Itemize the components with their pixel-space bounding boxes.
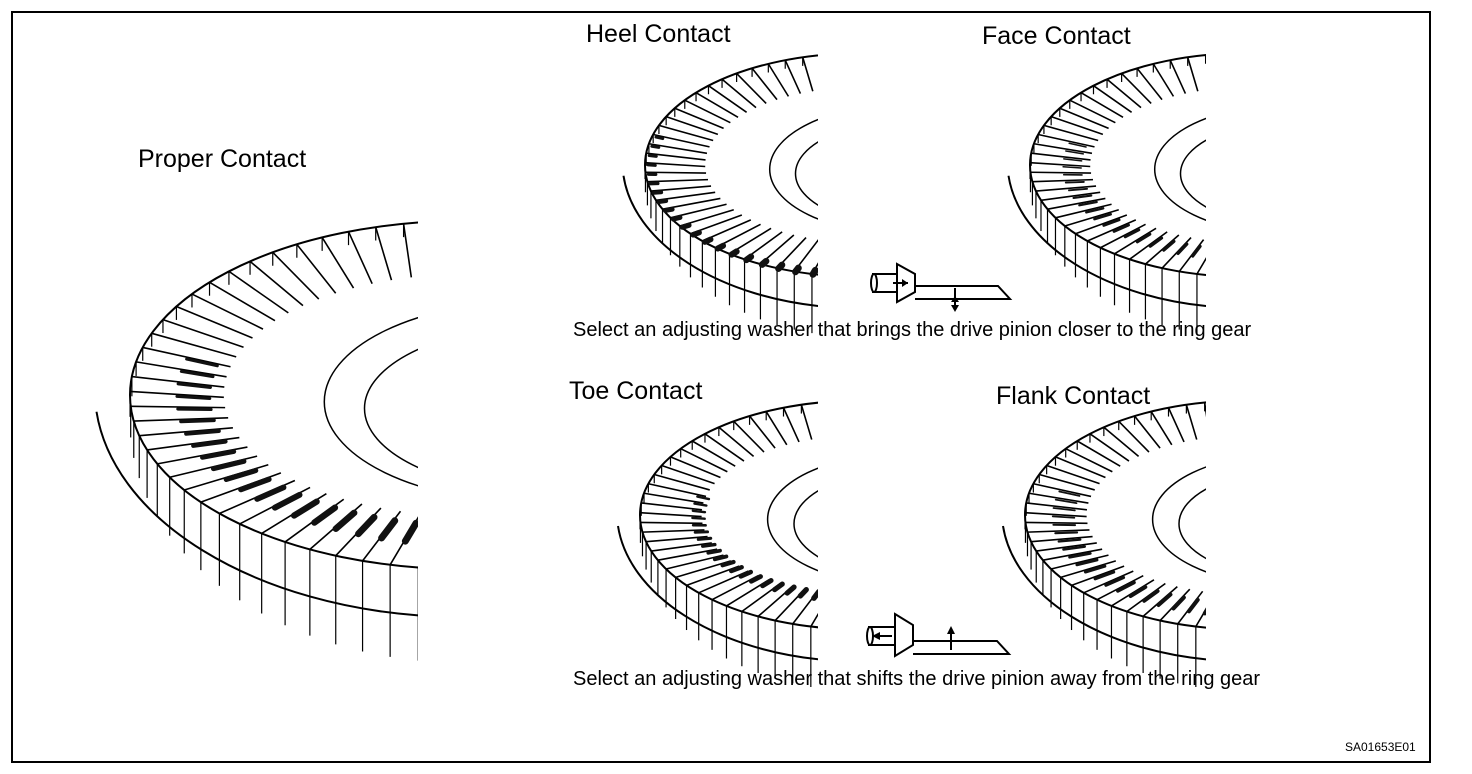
figure-frame (11, 11, 1431, 763)
gear-heel-contact (622, 54, 818, 334)
gear-toe-contact (617, 401, 818, 687)
pinion-closer-symbol (870, 262, 1013, 312)
pinion-away-symbol (866, 612, 1012, 658)
gear-flank-contact (1002, 401, 1206, 687)
gear-proper-contact (95, 221, 418, 661)
label-proper-contact: Proper Contact (138, 145, 307, 173)
label-face-contact: Face Contact (982, 22, 1131, 50)
label-toe-contact: Toe Contact (569, 377, 703, 405)
instruction-away: Select an adjusting washer that shifts t… (573, 668, 1261, 690)
label-flank-contact: Flank Contact (996, 382, 1151, 410)
instruction-closer: Select an adjusting washer that brings t… (573, 319, 1252, 341)
gear-face-contact (1007, 54, 1206, 334)
figure-code: SA01653E01 (1345, 740, 1416, 754)
label-heel-contact: Heel Contact (586, 20, 731, 48)
